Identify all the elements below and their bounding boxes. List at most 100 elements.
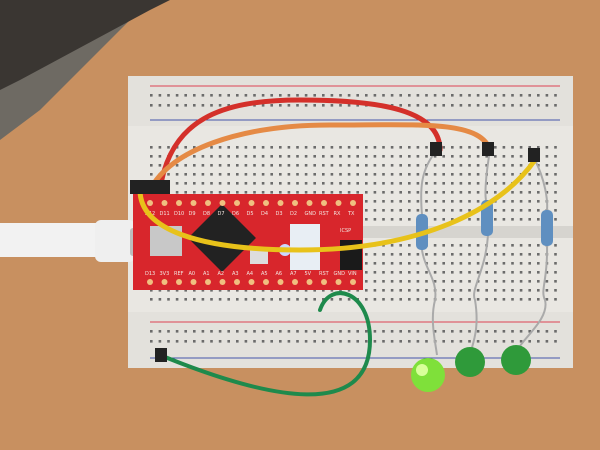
hole [279, 146, 282, 149]
hole [451, 94, 454, 97]
pin-label: D11 [160, 211, 170, 217]
hole [390, 94, 394, 97]
hole [433, 182, 437, 185]
hole [356, 146, 359, 149]
hole [502, 94, 506, 97]
hole [150, 289, 153, 292]
hole [313, 340, 316, 343]
hole [390, 330, 394, 333]
hole [494, 94, 497, 97]
hole [502, 164, 506, 167]
hole [167, 330, 170, 333]
hole [554, 244, 557, 247]
hole [408, 271, 411, 274]
hole [442, 280, 445, 283]
hole [279, 191, 282, 194]
hole [511, 280, 514, 283]
hole [494, 182, 497, 185]
hole [390, 244, 394, 247]
hole [210, 298, 213, 301]
hole [537, 280, 540, 283]
hole [416, 182, 420, 185]
hole [382, 164, 385, 167]
hole [528, 262, 531, 265]
hole [442, 330, 445, 333]
hole [270, 173, 273, 176]
pin [147, 279, 153, 285]
hole [476, 298, 480, 301]
hole [158, 340, 162, 343]
hole [313, 182, 316, 185]
hole [373, 271, 377, 274]
hole [339, 173, 342, 176]
hole [270, 155, 273, 158]
hole [408, 164, 411, 167]
hole [339, 94, 342, 97]
hole [545, 146, 549, 149]
hole [322, 340, 325, 343]
hole [408, 253, 411, 256]
hole [416, 173, 420, 176]
hole [201, 164, 205, 167]
hole [339, 155, 342, 158]
hole [365, 262, 368, 265]
hole [279, 104, 282, 107]
hole [279, 155, 282, 158]
hole [537, 289, 540, 292]
hole [390, 253, 394, 256]
hole [485, 289, 488, 292]
hole [373, 155, 377, 158]
hole [476, 340, 480, 343]
hole [373, 182, 377, 185]
hole [425, 330, 428, 333]
hole [313, 104, 316, 107]
hole [468, 218, 471, 221]
hole [485, 253, 488, 256]
hole [296, 104, 299, 107]
hole [253, 298, 256, 301]
orange-wire [147, 122, 493, 193]
hole [313, 330, 316, 333]
hole [279, 173, 282, 176]
hole [537, 298, 540, 301]
hole [416, 298, 420, 301]
hole [390, 173, 394, 176]
hole [425, 191, 428, 194]
pin [147, 200, 153, 206]
hole [468, 298, 471, 301]
hole [528, 289, 531, 292]
hole [390, 104, 394, 107]
hole [347, 182, 351, 185]
hole [425, 280, 428, 283]
hole [175, 104, 179, 107]
hole [304, 298, 308, 301]
hole [459, 298, 463, 301]
pin-label: D3 [276, 211, 283, 217]
hole [502, 104, 506, 107]
hole [193, 330, 196, 333]
hole [253, 191, 256, 194]
hole [537, 182, 540, 185]
hole [442, 298, 445, 301]
hole [373, 330, 377, 333]
hole [287, 164, 291, 167]
hole [468, 164, 471, 167]
hole [502, 182, 506, 185]
hole [459, 271, 463, 274]
pin-label: D7 [218, 211, 225, 217]
hole [416, 253, 420, 256]
hole [296, 155, 299, 158]
hole [236, 164, 239, 167]
hole [236, 173, 239, 176]
hole [442, 262, 445, 265]
hole [158, 94, 162, 97]
hole [399, 289, 402, 292]
hole [511, 155, 514, 158]
hole [373, 191, 377, 194]
hole [528, 340, 531, 343]
hole [244, 289, 248, 292]
hole [322, 182, 325, 185]
hole [451, 262, 454, 265]
hole [416, 200, 420, 203]
hole [270, 191, 273, 194]
